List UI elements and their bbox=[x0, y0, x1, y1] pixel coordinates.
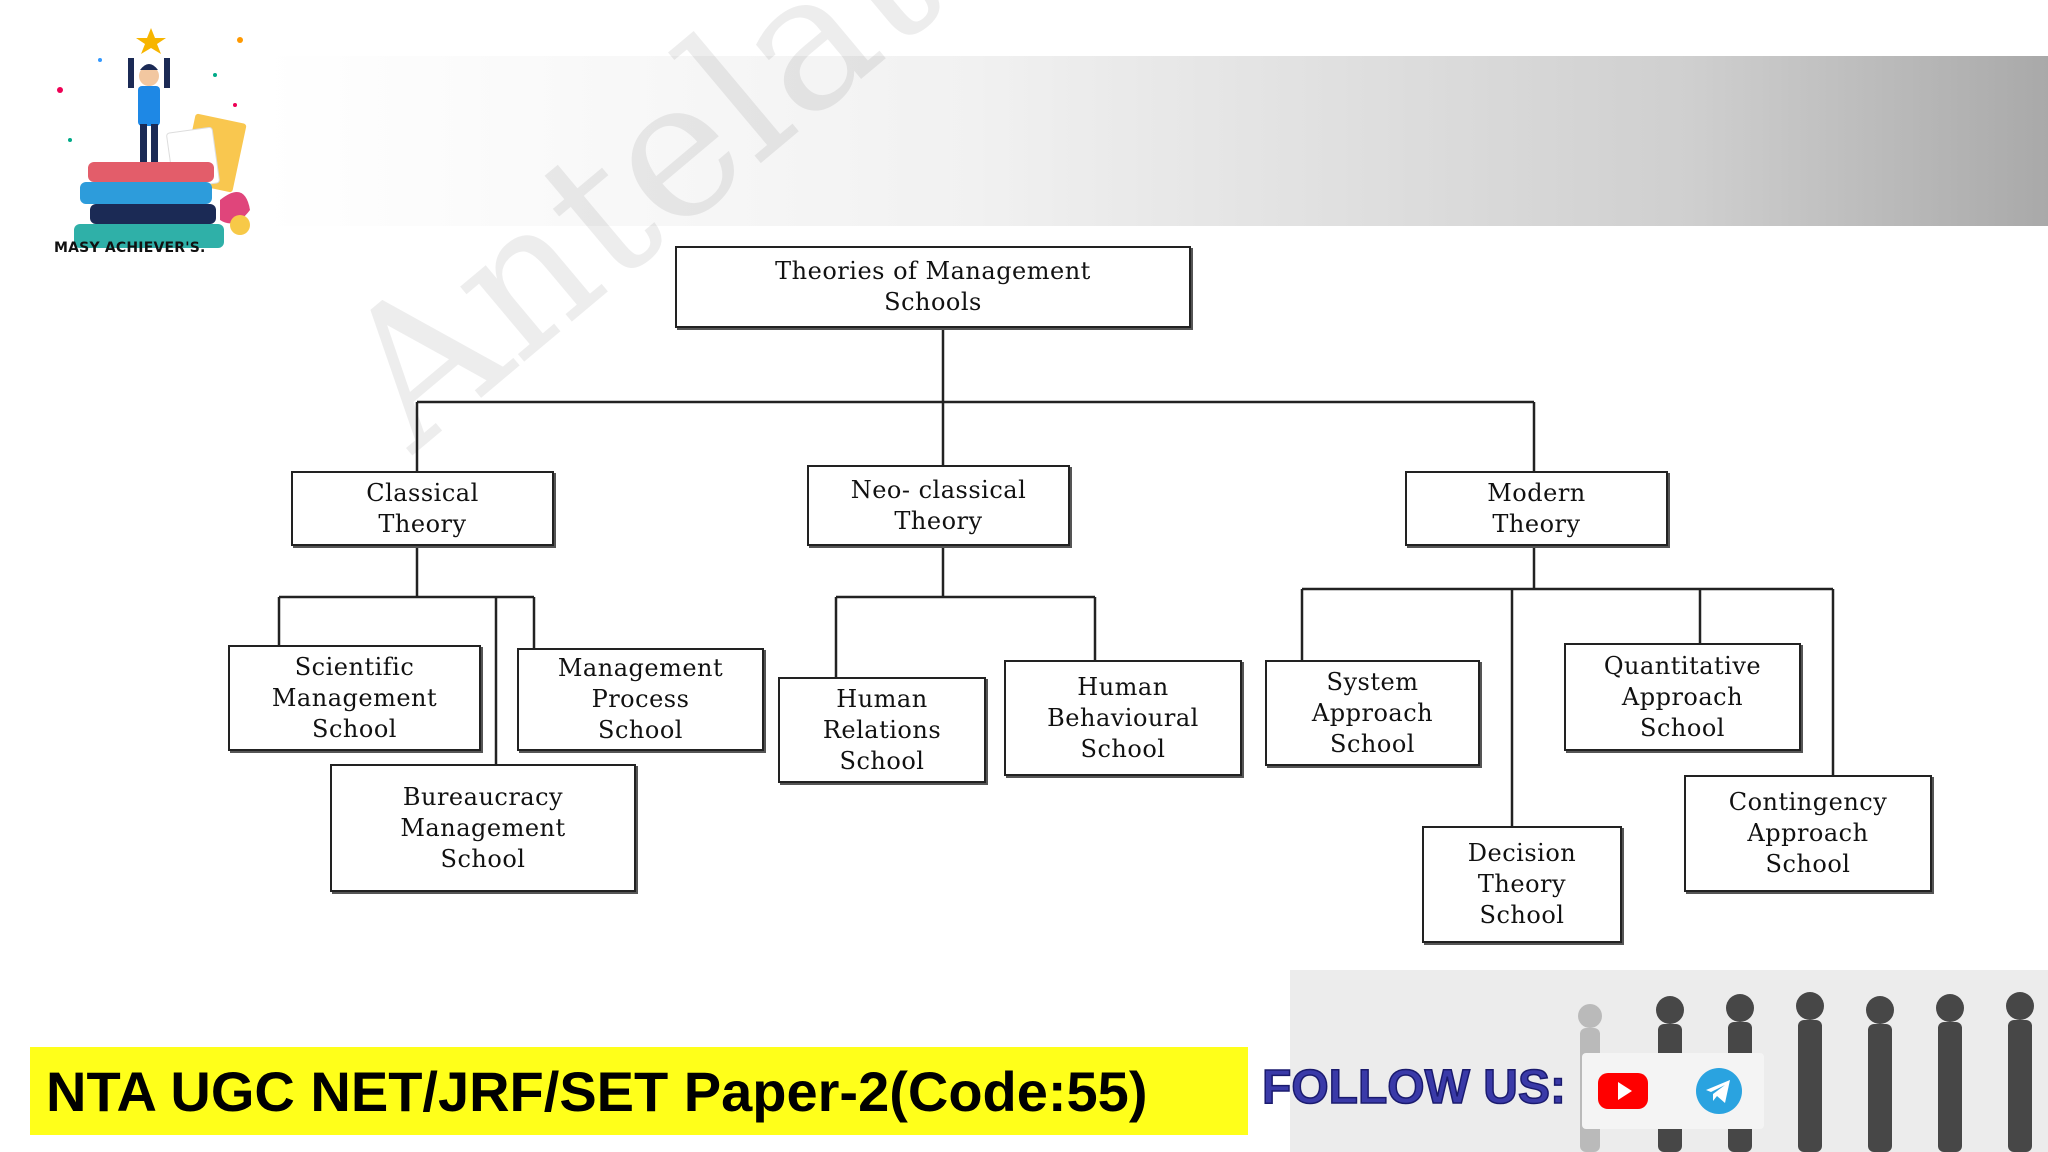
node-decision-theory-school: Decision Theory School bbox=[1422, 826, 1622, 943]
social-links bbox=[1582, 1053, 1764, 1129]
node-scientific-management-school: Scientific Management School bbox=[228, 645, 481, 751]
node-contingency-approach-school: Contingency Approach School bbox=[1684, 775, 1932, 892]
footer-title: NTA UGC NET/JRF/SET Paper-2(Code:55) bbox=[30, 1047, 1248, 1135]
node-human-relations-school: Human Relations School bbox=[778, 677, 986, 783]
node-neo-classical-theory: Neo- classical Theory bbox=[807, 465, 1070, 546]
node-modern-theory: Modern Theory bbox=[1405, 471, 1668, 546]
node-quantitative-approach-school: Quantitative Approach School bbox=[1564, 643, 1801, 751]
node-root: Theories of Management Schools bbox=[675, 246, 1191, 328]
node-human-behavioural-school: Human Behavioural School bbox=[1004, 660, 1242, 776]
footer-title-text: NTA UGC NET/JRF/SET Paper-2(Code:55) bbox=[46, 1059, 1147, 1124]
follow-us-label: FOLLOW US: bbox=[1262, 1060, 1566, 1115]
node-management-process-school: Management Process School bbox=[517, 648, 764, 751]
node-system-approach-school: System Approach School bbox=[1265, 660, 1480, 766]
telegram-icon[interactable] bbox=[1696, 1068, 1742, 1114]
node-bureaucracy-management-school: Bureaucracy Management School bbox=[330, 764, 636, 892]
node-classical-theory: Classical Theory bbox=[291, 471, 554, 546]
youtube-icon[interactable] bbox=[1598, 1073, 1648, 1109]
